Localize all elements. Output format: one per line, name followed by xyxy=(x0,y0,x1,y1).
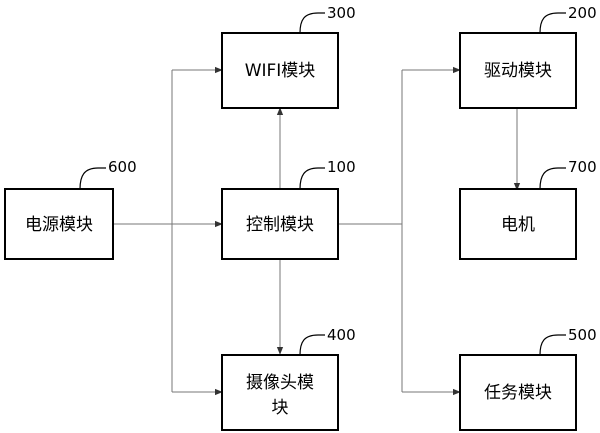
camera-module: 摄像头模 块 400 xyxy=(221,326,356,431)
leader-power xyxy=(79,167,106,190)
camera-module-label-line2: 块 xyxy=(272,398,289,418)
leader-task xyxy=(539,334,566,356)
task-module-ref: 500 xyxy=(568,326,597,344)
drive-module-label: 驱动模块 xyxy=(484,61,552,81)
control-module: 控制模块 100 xyxy=(221,158,356,260)
task-module: 任务模块 500 xyxy=(459,326,597,431)
reference-leaders xyxy=(79,12,566,356)
motor-module: 电机 700 xyxy=(459,158,597,260)
drive-module: 驱动模块 200 xyxy=(459,4,597,109)
leader-wifi xyxy=(299,12,325,34)
task-module-label: 任务模块 xyxy=(484,383,552,403)
leader-control xyxy=(299,167,325,190)
camera-module-label-line1: 摄像头模 xyxy=(246,373,314,393)
leader-camera xyxy=(299,334,325,356)
connectors xyxy=(113,66,521,396)
control-module-ref: 100 xyxy=(327,158,356,176)
power-module: 电源模块 600 xyxy=(4,158,137,260)
wifi-module-ref: 300 xyxy=(327,4,356,22)
control-module-label: 控制模块 xyxy=(246,215,314,235)
leader-motor xyxy=(539,167,566,190)
motor-label: 电机 xyxy=(501,215,535,235)
drive-module-ref: 200 xyxy=(568,4,597,22)
wifi-module: WIFI模块 300 xyxy=(221,4,356,109)
leader-drive xyxy=(539,12,566,34)
wifi-module-label: WIFI模块 xyxy=(245,61,316,81)
power-module-label: 电源模块 xyxy=(25,215,93,235)
camera-module-ref: 400 xyxy=(327,326,356,344)
motor-ref: 700 xyxy=(568,158,597,176)
power-module-ref: 600 xyxy=(108,158,137,176)
